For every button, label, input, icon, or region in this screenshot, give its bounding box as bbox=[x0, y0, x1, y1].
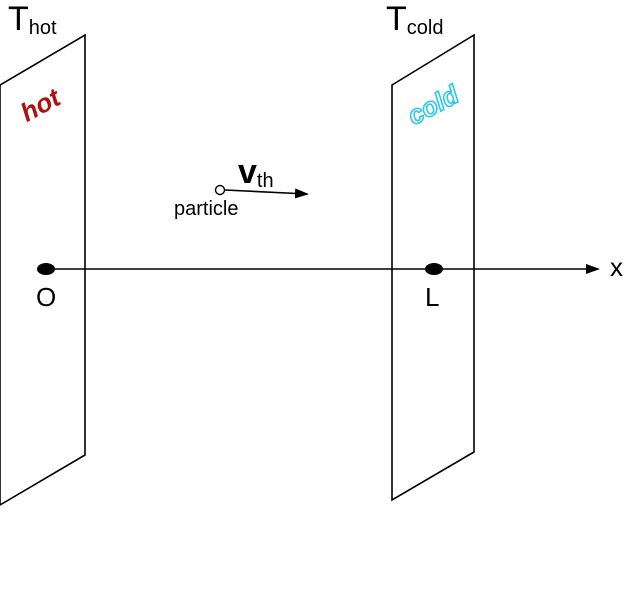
velocity-arrow bbox=[224, 188, 309, 199]
origin-label: O bbox=[36, 282, 56, 312]
origin-point bbox=[37, 263, 55, 275]
cold-plate bbox=[391, 33, 475, 502]
axis-label: x bbox=[610, 252, 623, 282]
velocity-label: vth bbox=[238, 153, 274, 192]
t-hot-label: Thot bbox=[8, 0, 57, 39]
cold-plate-label: cold bbox=[402, 79, 464, 131]
hot-plate bbox=[0, 33, 86, 506]
t-cold-label: Tcold bbox=[386, 0, 443, 39]
particle-label: particle bbox=[174, 198, 238, 220]
particle-marker bbox=[214, 184, 226, 196]
length-label: L bbox=[425, 282, 439, 312]
length-point bbox=[425, 263, 443, 275]
hot-plate-label: hot bbox=[15, 82, 66, 128]
